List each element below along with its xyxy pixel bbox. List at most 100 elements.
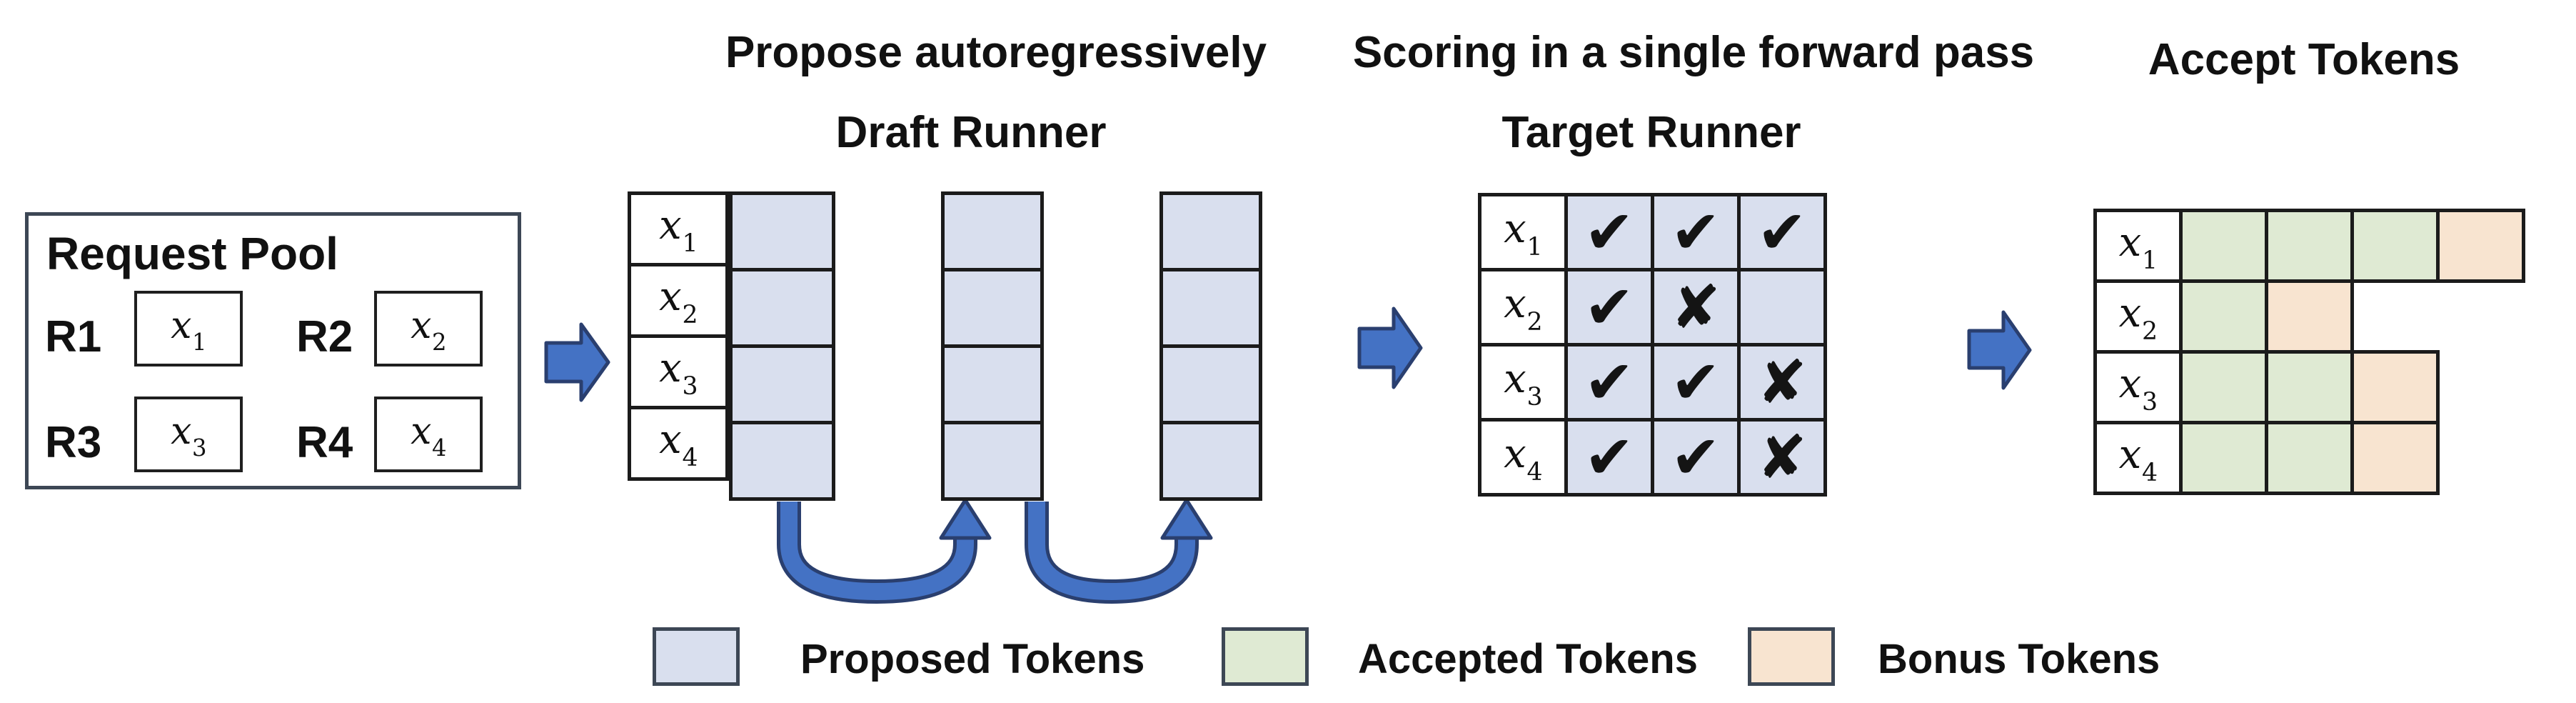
target-row-label-cell: x4 — [1478, 418, 1568, 497]
accept-row: x4 — [2093, 421, 2525, 495]
token-label: x2 — [411, 304, 447, 357]
accepted-token-cell — [2265, 421, 2354, 495]
bonus-token-cell — [2265, 279, 2354, 354]
proposed-token-cell — [1159, 421, 1262, 501]
draft-row-label-cell: x1 — [628, 191, 729, 266]
accepted-token-cell — [2179, 350, 2268, 424]
request-id-r1: R1 — [45, 312, 102, 362]
accepted-token-cell — [2179, 279, 2268, 354]
flow-arrow-icon — [544, 322, 610, 402]
row-label: x4 — [2118, 431, 2158, 487]
row-label: x2 — [1504, 280, 1543, 336]
proposed-token-cell — [941, 421, 1044, 501]
request-id-r2: R2 — [296, 312, 353, 362]
row-label: x2 — [659, 274, 698, 330]
bonus-token-cell — [2436, 209, 2525, 283]
request-token-box: x2 — [374, 291, 483, 367]
propose-title: Propose autoregressively — [725, 28, 1267, 77]
check-icon: ✔ — [1670, 422, 1721, 492]
target-runner-title: Target Runner — [1501, 108, 1801, 157]
draft-proposal-column — [1159, 191, 1262, 501]
row-label: x1 — [659, 202, 698, 259]
check-icon: ✔ — [1756, 197, 1808, 267]
draft-row-label-cell: x4 — [628, 406, 729, 481]
request-token-box: x3 — [134, 397, 243, 472]
legend-bonus-swatch — [1748, 627, 1835, 686]
row-label: x3 — [2118, 360, 2158, 417]
check-cell: ✔ — [1564, 268, 1654, 346]
proposed-token-cell — [941, 344, 1044, 424]
legend-proposed-swatch — [653, 627, 740, 686]
blank-proposed-cell — [1737, 268, 1827, 346]
token-label: x4 — [411, 410, 447, 462]
accept-tokens-grid: x1 x2 x3 x4 — [2093, 209, 2525, 495]
accepted-token-cell — [2179, 209, 2268, 283]
target-row: x1✔✔✔ — [1478, 193, 1827, 271]
u-turn-arrow-icon — [1025, 498, 1213, 604]
accept-row-label-cell: x4 — [2093, 421, 2183, 495]
legend-bonus-label: Bonus Tokens — [1878, 636, 2160, 682]
target-row: x2 ✔✘ — [1478, 268, 1827, 346]
check-cell: ✔ — [1651, 418, 1741, 497]
row-label: x4 — [659, 417, 698, 473]
target-row-label-cell: x1 — [1478, 193, 1568, 271]
scoring-title: Scoring in a single forward pass — [1352, 28, 2035, 77]
proposed-token-cell — [729, 421, 835, 501]
check-icon: ✔ — [1584, 422, 1635, 492]
target-row: x4✔✔✘ — [1478, 418, 1827, 497]
check-icon: ✔ — [1584, 197, 1635, 267]
draft-label-column: x1 x2 x3 x4 — [628, 191, 729, 481]
cross-cell: ✘ — [1651, 268, 1741, 346]
target-row: x3✔✔✘ — [1478, 343, 1827, 422]
token-label: x3 — [171, 410, 207, 462]
request-pool-title: Request Pool — [46, 228, 338, 279]
accept-row: x1 — [2093, 209, 2525, 283]
draft-runner-title: Draft Runner — [835, 108, 1107, 157]
request-id-r3: R3 — [45, 418, 102, 467]
flow-arrow-icon — [1357, 306, 1423, 389]
target-row-label-cell: x2 — [1478, 268, 1568, 346]
token-label: x1 — [171, 304, 207, 357]
request-token-box: x4 — [374, 397, 483, 472]
target-row-label-cell: x3 — [1478, 343, 1568, 422]
proposed-token-cell — [729, 191, 835, 271]
target-scoring-grid: x1✔✔✔x2✔✘x3✔✔✘x4✔✔✘ — [1478, 193, 1827, 497]
cross-cell: ✘ — [1737, 343, 1827, 422]
request-id-r4: R4 — [296, 418, 353, 467]
proposed-token-cell — [729, 268, 835, 348]
proposed-token-cell — [1159, 268, 1262, 348]
accepted-token-cell — [2350, 209, 2440, 283]
check-icon: ✔ — [1584, 347, 1635, 417]
proposed-token-cell — [729, 344, 835, 424]
row-label: x2 — [2118, 289, 2158, 346]
accepted-token-cell — [2265, 350, 2354, 424]
accepted-token-cell — [2265, 209, 2354, 283]
accept-tokens-title: Accept Tokens — [2148, 35, 2460, 84]
u-turn-arrow-icon — [777, 498, 992, 604]
row-label: x3 — [659, 345, 698, 402]
row-label: x1 — [2118, 219, 2158, 275]
proposed-token-cell — [941, 268, 1044, 348]
bonus-token-cell — [2350, 421, 2440, 495]
draft-row-label-cell: x2 — [628, 263, 729, 338]
accept-row-label-cell: x1 — [2093, 209, 2183, 283]
cross-icon: ✘ — [1756, 347, 1808, 417]
row-label: x4 — [1504, 430, 1543, 487]
row-label: x1 — [1504, 205, 1543, 261]
proposed-token-cell — [1159, 344, 1262, 424]
legend-accepted-swatch — [1222, 627, 1309, 686]
draft-proposal-column — [941, 191, 1044, 501]
cross-icon: ✘ — [1670, 272, 1721, 342]
accept-row-label-cell: x3 — [2093, 350, 2183, 424]
legend-proposed-label: Proposed Tokens — [800, 636, 1145, 682]
check-cell: ✔ — [1651, 343, 1741, 422]
draft-row-label-cell: x3 — [628, 334, 729, 409]
proposed-token-cell — [1159, 191, 1262, 271]
cross-cell: ✘ — [1737, 418, 1827, 497]
accept-row: x2 — [2093, 279, 2525, 354]
proposed-token-cell — [941, 191, 1044, 271]
check-icon: ✔ — [1670, 347, 1721, 417]
check-cell: ✔ — [1564, 418, 1654, 497]
